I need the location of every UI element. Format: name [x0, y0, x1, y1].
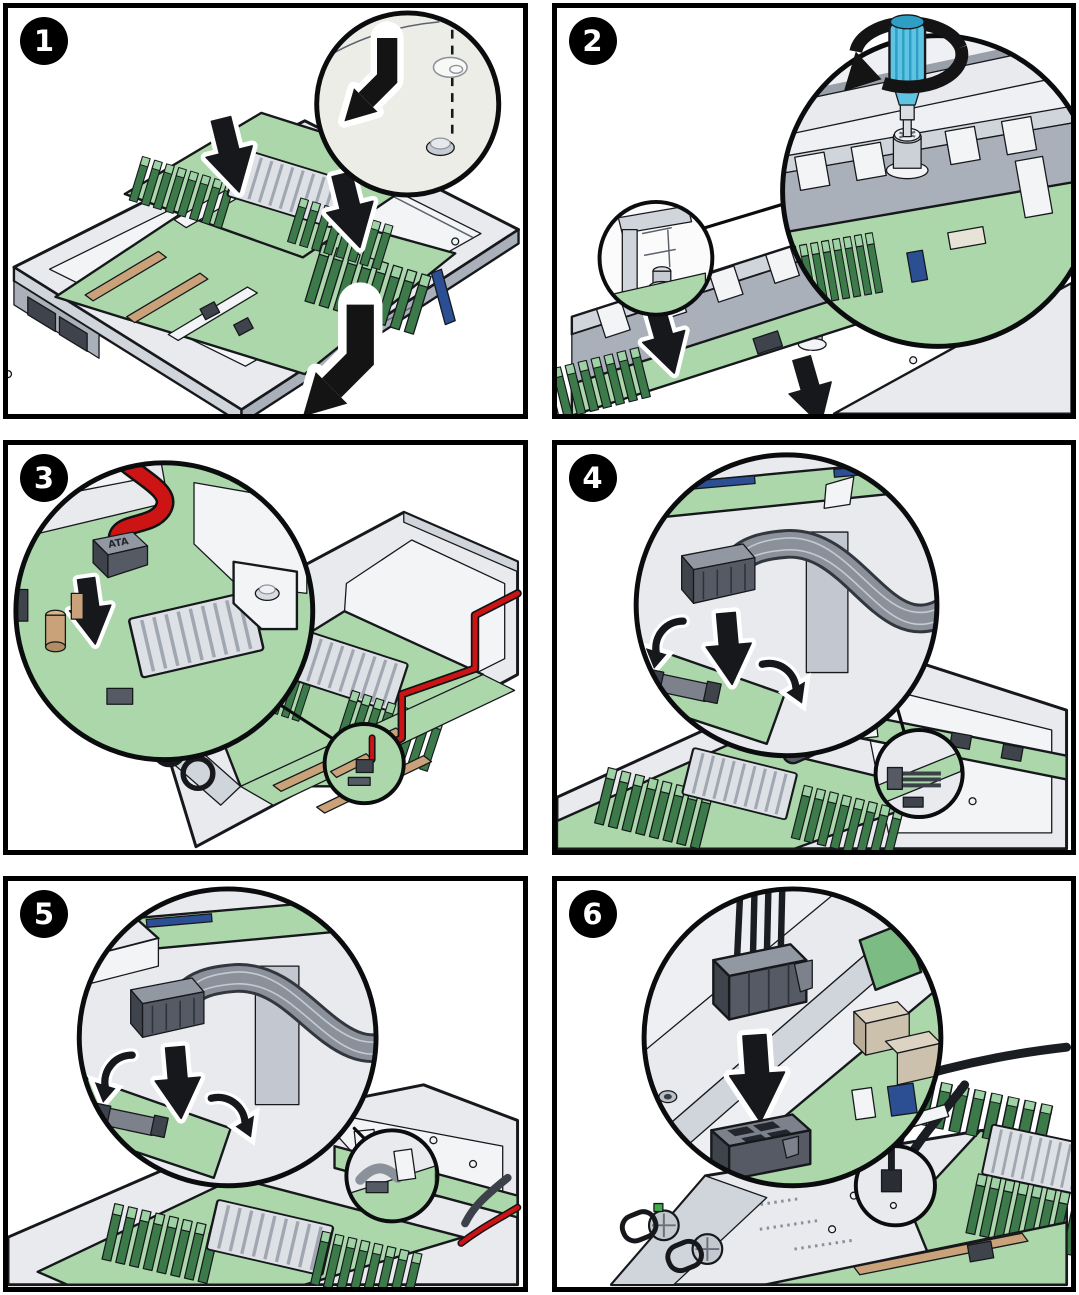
step-4-illustration [556, 452, 1068, 851]
step-number-badge: 1 [20, 17, 68, 65]
ribbon-detail-magnifier [633, 452, 939, 758]
copper-standoffs [44, 592, 84, 653]
step-5-illustration [8, 886, 522, 1287]
step-panel-5: 5 [3, 876, 528, 1292]
step-panel-3: 3 [3, 439, 528, 856]
board-connector-callout [322, 721, 406, 805]
psu-bay [610, 1175, 767, 1286]
step-number-badge: 5 [20, 890, 68, 939]
rear-cables [457, 1174, 522, 1248]
step-number: 1 [33, 24, 55, 58]
power-plug-small [880, 1169, 902, 1193]
psu-bays [13, 280, 100, 359]
leader-line [271, 698, 337, 742]
adjacent-connectors [850, 921, 939, 1121]
power-plug-detail-magnifier [641, 886, 943, 1189]
step-number-badge: 2 [568, 17, 617, 65]
connector-label: ATA [107, 536, 130, 551]
step-3-illustration: ATA [13, 459, 522, 848]
board-connector-callout [873, 727, 965, 819]
rotation-arrow-icon [881, 45, 968, 94]
bracket-end-callout [597, 199, 714, 317]
board-socket [106, 687, 134, 705]
server-chassis [609, 1043, 1071, 1287]
step-number-badge: 4 [568, 453, 617, 502]
screwdriver-icon [843, 14, 968, 142]
ribbon-cable [173, 963, 375, 1064]
step-panel-2: 2 [551, 3, 1076, 419]
ata-connector: ATA [92, 531, 149, 578]
mounting-standoff [885, 129, 929, 180]
step-1-illustration [8, 10, 521, 414]
step-number: 2 [582, 24, 603, 58]
step-2-illustration [556, 14, 1071, 414]
ribbon-cable [723, 528, 935, 633]
ribbon-connector [130, 977, 205, 1039]
step-6-illustration [609, 886, 1071, 1287]
board-connector-callout [344, 1128, 440, 1224]
step-panel-4: 4 [551, 439, 1076, 856]
step-number: 3 [33, 460, 55, 495]
step-number: 5 [33, 897, 55, 932]
front-board [763, 1221, 1068, 1287]
step-number-badge: 3 [20, 453, 68, 502]
psu-handle [664, 1239, 704, 1274]
alignment-detail-magnifier [314, 10, 502, 198]
power-plug [711, 891, 813, 1022]
psu-handle [619, 1209, 658, 1244]
step-panel-1: 1 [3, 3, 528, 419]
step-number-badge: 6 [568, 890, 617, 939]
ribbon-connector [680, 542, 756, 604]
step-panel-6: 6 [551, 876, 1076, 1292]
step-number: 4 [582, 460, 603, 495]
screw-hole [657, 1090, 677, 1104]
bracket-with-screw [232, 560, 299, 630]
leader-line [703, 200, 792, 230]
step-number: 6 [582, 897, 603, 932]
insert-arrow-icon [780, 352, 841, 414]
